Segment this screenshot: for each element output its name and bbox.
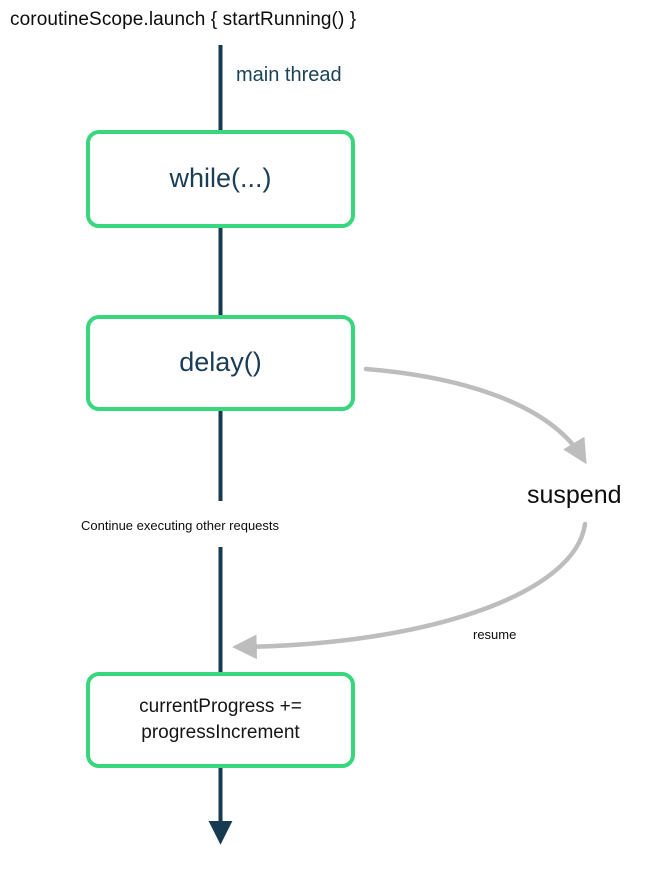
node-current-progress-label-line2: progressIncrement: [141, 722, 300, 743]
node-while: while(...): [86, 130, 355, 228]
resume-arrow: [232, 521, 588, 660]
main-thread-label: main thread: [236, 64, 342, 86]
node-delay: delay(): [86, 315, 355, 411]
suspend-label: suspend: [527, 481, 622, 509]
node-current-progress-label-line1: currentProgress +=: [139, 696, 302, 718]
diagram-title: coroutineScope.launch { startRunning() }: [10, 9, 357, 30]
continue-executing-label: Continue executing other requests: [81, 518, 280, 533]
node-while-label: while(...): [169, 163, 272, 194]
node-current-progress: currentProgress += progressIncrement: [86, 672, 355, 768]
node-delay-label: delay(): [179, 347, 262, 378]
suspend-arrow: [363, 366, 587, 465]
resume-label: resume: [473, 627, 517, 642]
node-current-progress-label: currentProgress += progressIncrement: [139, 694, 302, 745]
